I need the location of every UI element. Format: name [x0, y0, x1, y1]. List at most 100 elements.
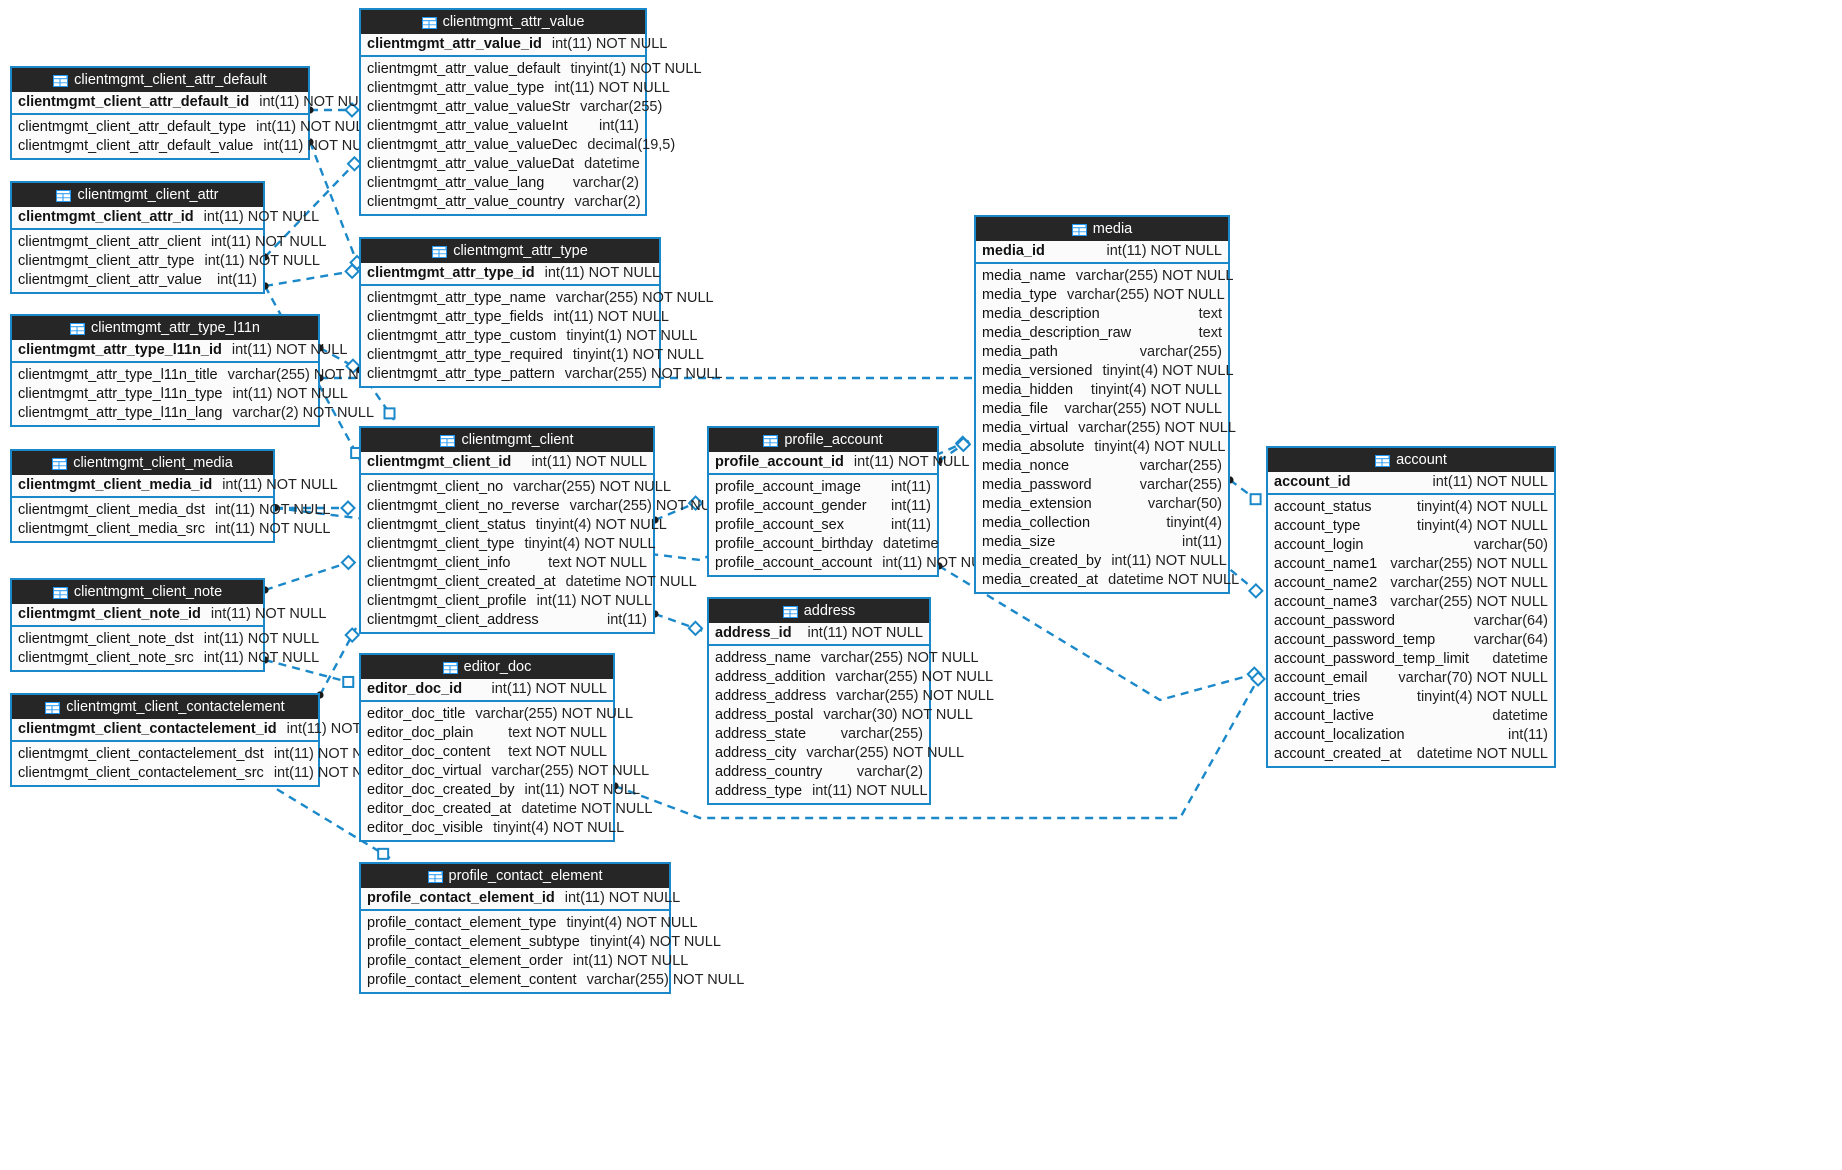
table-header-clientmgmt_attr_type[interactable]: clientmgmt_attr_type: [361, 239, 659, 263]
relation-rel-client-attr-type[interactable]: [261, 263, 361, 290]
table-header-clientmgmt_client_note[interactable]: clientmgmt_client_note: [12, 580, 263, 604]
relation-rel-attr-default-type[interactable]: [306, 138, 366, 271]
table-header-profile_account[interactable]: profile_account: [709, 428, 937, 452]
table-profile_contact_element[interactable]: profile_contact_element profile_contact_e…: [359, 862, 744, 994]
table-header-media[interactable]: media: [976, 217, 1228, 241]
table-header-clientmgmt_attr_value[interactable]: clientmgmt_attr_value: [361, 10, 645, 34]
relation-rel-contact-client[interactable]: [316, 627, 361, 699]
relation-rel-client-note-client[interactable]: [261, 554, 357, 594]
table-header-clientmgmt_client_media[interactable]: clientmgmt_client_media: [12, 451, 273, 475]
table-header-profile_contact_element[interactable]: profile_contact_element: [361, 864, 669, 888]
table-header-account[interactable]: account: [1268, 448, 1554, 472]
relation-rel-client-address[interactable]: [651, 610, 704, 637]
relation-rel-media-account[interactable]: [1226, 476, 1263, 506]
